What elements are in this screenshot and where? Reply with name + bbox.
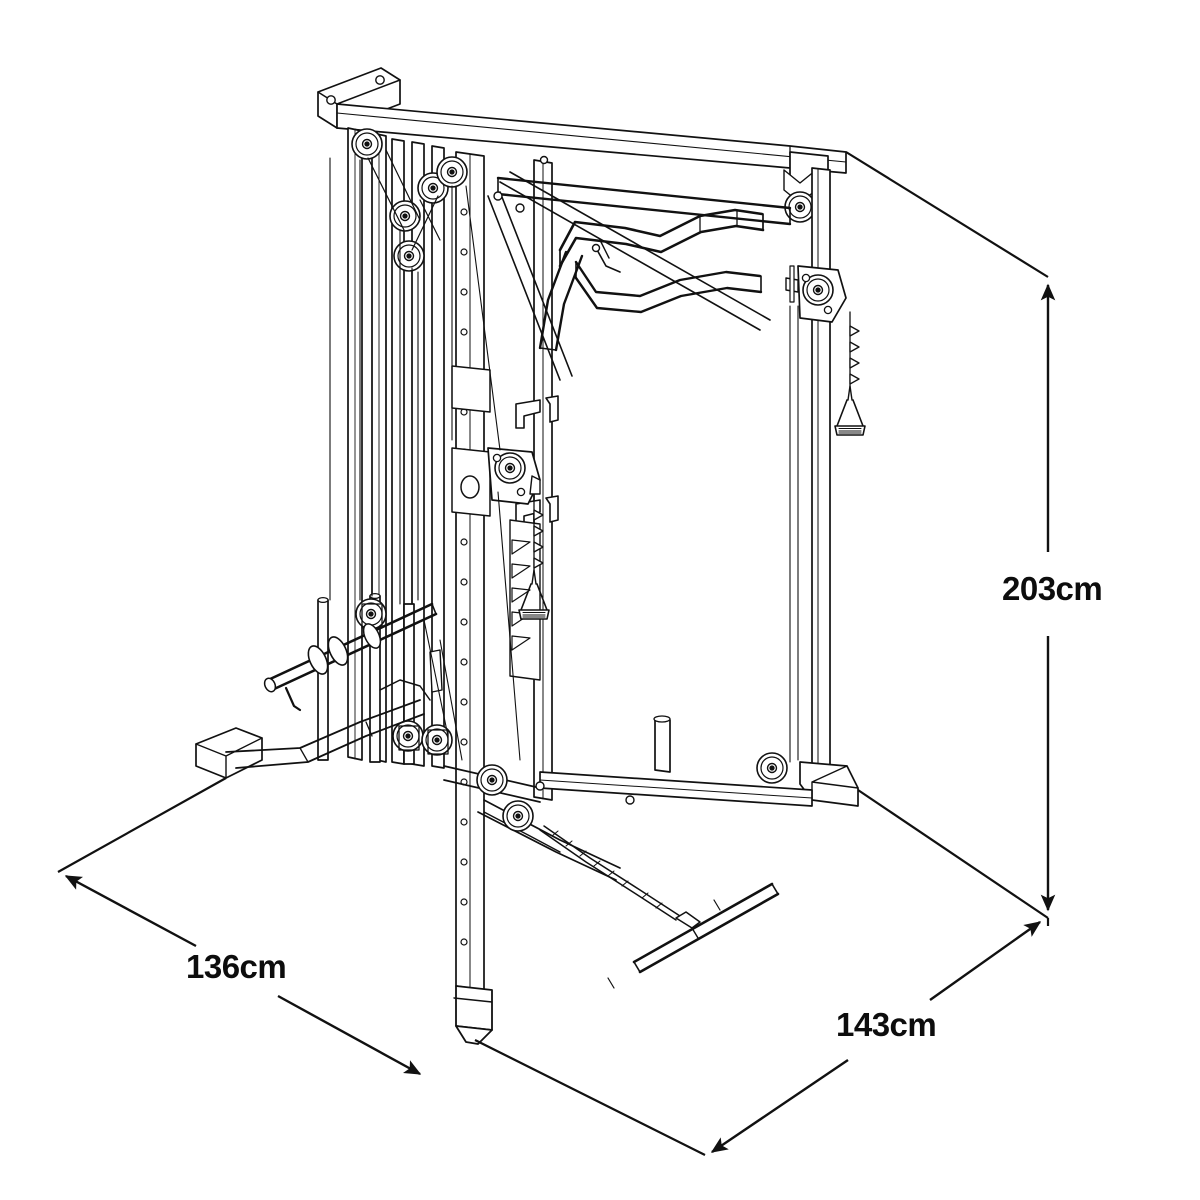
dimension-label-width: 143cm bbox=[836, 1006, 937, 1043]
right-pulley-handle-attachment bbox=[785, 265, 866, 763]
dimension-height-203cm bbox=[845, 151, 1056, 919]
dimension-line-depth-upper bbox=[64, 874, 197, 948]
dimension-annotations bbox=[57, 151, 1056, 1156]
adjustable-center-column bbox=[451, 151, 493, 1045]
base-post bbox=[654, 717, 671, 773]
dimension-width-143cm bbox=[710, 918, 1050, 1153]
extension-line-depth-bottom bbox=[474, 1039, 706, 1156]
left-stabilizer-foot bbox=[195, 649, 443, 779]
gym-machine-illustration bbox=[195, 67, 866, 1045]
rear-right-foot bbox=[756, 752, 859, 807]
diagonal-support-brace bbox=[487, 171, 771, 381]
center-pulley-handle-attachment bbox=[487, 447, 550, 620]
dimension-line-width-lower bbox=[710, 1059, 849, 1153]
extension-line-height-bottom bbox=[857, 789, 1049, 919]
cable-runs bbox=[385, 159, 521, 761]
upper-pulley-cluster bbox=[329, 128, 468, 605]
extension-line-height-top bbox=[845, 151, 1049, 278]
low-pulley-chain-and-bar bbox=[476, 764, 780, 989]
dimension-line-width-upper bbox=[929, 921, 1042, 1001]
extension-line-depth-top bbox=[57, 777, 227, 873]
dimension-label-depth: 136cm bbox=[186, 948, 287, 985]
smith-machine-barbell bbox=[263, 602, 438, 712]
dimension-line-depth-lower bbox=[277, 994, 422, 1076]
dimension-label-height: 203cm bbox=[1002, 570, 1103, 607]
frame-connectors bbox=[493, 155, 635, 805]
multi-grip-pull-up-bar bbox=[496, 176, 792, 352]
rear-right-upright bbox=[811, 167, 831, 801]
dimension-depth-136cm bbox=[57, 777, 706, 1156]
